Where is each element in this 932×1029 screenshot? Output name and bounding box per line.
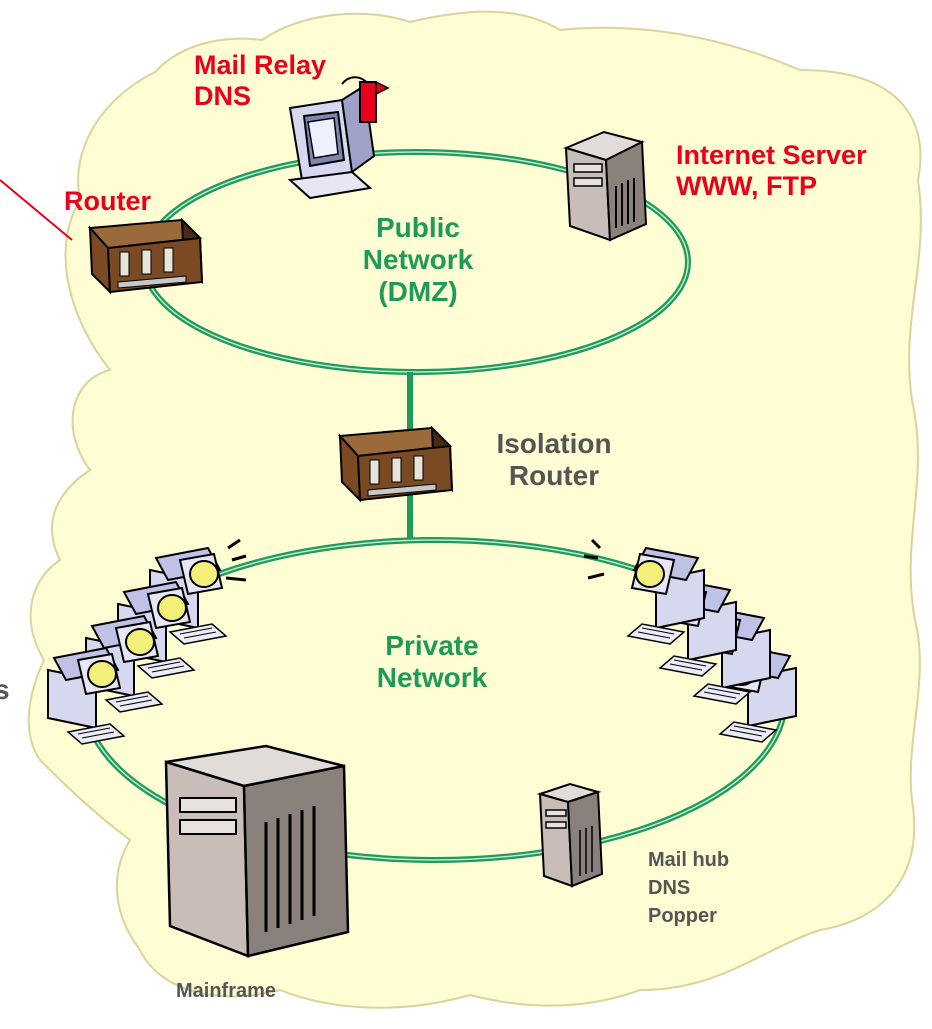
mail-relay-line1: Mail Relay [194, 50, 327, 80]
mail-hub-label: Mail hub DNS Popper [648, 846, 729, 930]
mainframe-label: Mainframe [176, 980, 276, 1003]
internet-server-line2: WWW, FTP [676, 171, 817, 202]
router-label-text: Router [64, 186, 151, 216]
external-link-line [0, 179, 73, 241]
private-network-line1: Private [385, 630, 479, 661]
isolation-router-line2: Router [508, 460, 600, 492]
public-network-line3: (DMZ) [378, 276, 458, 308]
internet-server-label: Internet Server WWW, FTP [676, 140, 867, 202]
mail-hub-line1: Mail hub [648, 849, 730, 871]
left-edge-fragment-text: s [0, 674, 10, 705]
mail-hub-line3: Popper [648, 905, 717, 927]
isolation-router-icon [339, 427, 453, 501]
public-network-line1: Public [375, 212, 460, 243]
internet-server-line1: Internet Server [676, 140, 867, 170]
private-network-line2: Network [376, 662, 488, 694]
mainframe-label-text: Mainframe [176, 980, 277, 1002]
tower-server-icon [563, 130, 648, 242]
isolation-router-label: Isolation Router [474, 428, 634, 492]
router-label: Router [64, 186, 151, 217]
public-network-line2: Network [362, 244, 474, 276]
left-edge-fragment-label: s [0, 674, 10, 706]
mail-hub-line2: DNS [648, 877, 691, 899]
private-network-label: Private Network [344, 630, 520, 694]
isolation-router-line1: Isolation [496, 428, 612, 459]
mail-relay-label: Mail Relay DNS [194, 50, 326, 112]
mail-relay-line2: DNS [194, 81, 252, 112]
public-network-label: Public Network (DMZ) [330, 212, 506, 309]
small-server-icon [536, 782, 604, 888]
mainframe-server-icon [164, 744, 350, 958]
desktop-mail-icon [287, 76, 390, 200]
router-icon [89, 219, 203, 293]
workstation-cluster-left [47, 538, 247, 745]
workstation-cluster-right [583, 538, 797, 743]
